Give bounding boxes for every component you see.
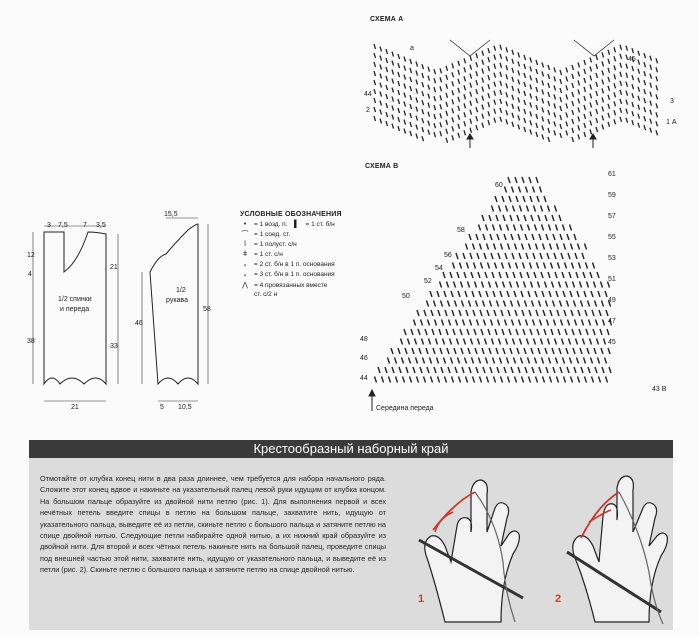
scheme-b-row-label-left: 60 [495,182,503,189]
sleeve-outline [149,223,199,386]
half-double-icon: ǀ [244,241,246,248]
legend-row-4: ǂ = 1 ст. с/н [240,251,283,259]
scheme-b-title: СХЕМА B [365,163,399,170]
scheme-b-row-label-right: 55 [608,234,616,241]
front-label-2: и переда [60,306,90,313]
sleeve-left-dim: 46 [135,320,143,327]
front-left-dim-12: 12 [27,252,35,259]
front-right-dim-21: 21 [110,264,118,271]
scheme-a-diagram: а 45 44 2 3 1 А [364,39,677,148]
legend-row-5: ᵥ = 2 ст. б/н в 1 п. основания [240,261,335,269]
slip-stitch-icon: ⌒ [241,231,249,238]
figure-2-number: 2 [555,593,562,605]
hand-illustration-2 [566,475,668,625]
legend-row-7: ⋀ = 4 провязанных вместе [240,282,327,290]
pattern-pieces [32,217,209,402]
section-banner: Крестообразный наборный край [29,440,673,458]
center-caption: Середина переда [376,405,434,412]
arrow-up-icon [589,133,597,148]
double-crochet-icon: ǂ [242,251,248,258]
legend-row-3: ǀ = 1 полуст. с/н [240,241,297,249]
single-crochet-icon: ▌ [294,221,299,228]
instruction-paragraph: Отмотайте от клубка конец нити в два раз… [40,474,386,575]
scheme-b-row-label-right: 57 [608,213,616,220]
legend-row-7-cont: ст. с/2 н [254,291,278,298]
scheme-a-label-2: 2 [366,107,370,114]
scheme-a-label-1a: 1 А [666,119,677,126]
scheme-a-label-a: а [410,45,414,52]
front-back-outline [43,231,107,386]
scheme-a-label-45: 45 [628,56,636,63]
sleeve-bottom-dim-2: 10,5 [178,404,192,411]
front-top-dim-3: 7 [83,222,87,229]
scheme-b-row-label-left: 54 [435,265,443,272]
scheme-b-end-label: 43 B [652,386,667,393]
scheme-b-row-label-right: 53 [608,255,616,262]
instruction-panel [29,458,673,630]
figure-1-number: 1 [418,593,425,605]
scheme-b-row-label-right: 47 [608,318,616,325]
legend-row-2: ⌒ = 1 соед. ст. [241,231,291,238]
front-bottom-dim: 21 [71,404,79,411]
scheme-b-row-label-left: 48 [360,336,368,343]
sleeve-label-1: 1/2 [176,287,186,294]
increase-3-icon: ᵥ [243,271,247,278]
scheme-b-row-label-left: 44 [360,375,368,382]
scheme-b-row-label-left: 46 [360,355,368,362]
scheme-b-row-label-right: 59 [608,192,616,199]
scheme-b-row-label-left: 58 [457,227,465,234]
scheme-b-row-label-left: 50 [402,293,410,300]
sleeve-top-dim: 15,5 [164,211,178,218]
sleeve-right-dim: 58 [203,306,211,313]
sleeve-bottom-dim-1: 5 [160,404,164,411]
scheme-b-row-label-left: 52 [424,278,432,285]
cluster-4-icon: ⋀ [242,282,248,289]
chain-stitch-icon: • [243,221,247,228]
scheme-b-row-label-right: 51 [608,276,616,283]
arrow-up-icon [368,388,376,411]
scheme-b-row-label-left: 56 [444,252,452,259]
legend-row-1: • = 1 возд. п. ▌ = 1 ст. б/н [240,221,335,229]
scheme-a-label-44: 44 [364,91,372,98]
scheme-a-title: СХЕМА A [370,16,404,23]
front-top-dim-1: 3 [47,222,51,229]
front-top-dim-4: 3,5 [96,222,106,229]
legend-title: УСЛОВНЫЕ ОБОЗНАЧЕНИЯ [240,211,342,218]
sleeve-label-2: рукава [166,297,188,304]
scheme-b-row-label-right: 49 [608,297,616,304]
front-label-1: 1/2 спинки [58,296,92,303]
section-title: Крестообразный наборный край [253,441,449,456]
front-top-dim-2: 7,5 [58,222,68,229]
hand-illustration-1 [418,479,524,623]
legend-row-6: ᵥ = 3 ст. б/н в 1 п. основания [240,271,335,279]
front-right-dim-33: 33 [110,343,118,350]
scheme-a-label-3: 3 [670,98,674,105]
front-left-dim-38: 38 [27,338,35,345]
arrow-up-icon [466,133,474,148]
scheme-b-row-label-right: 61 [608,171,616,178]
increase-2-icon: ᵥ [243,261,247,268]
scheme-b-row-label-right: 45 [608,339,616,346]
front-left-dim-4: 4 [28,271,32,278]
